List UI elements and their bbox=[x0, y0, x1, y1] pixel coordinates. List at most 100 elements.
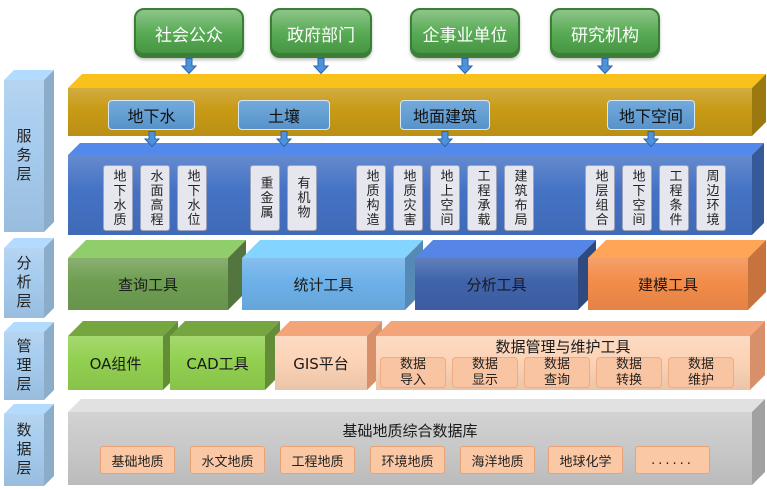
down-arrow-icon bbox=[275, 131, 293, 148]
down-arrow-icon bbox=[180, 58, 198, 75]
category-label: 地面建筑 bbox=[412, 107, 477, 126]
database-item: 工程地质 bbox=[280, 446, 355, 474]
tool-label: 查询工具 bbox=[117, 275, 178, 294]
tool-label: 分析工具 bbox=[466, 275, 527, 294]
box-face-side bbox=[752, 399, 765, 485]
down-arrow-icon bbox=[312, 58, 330, 75]
category-label: 地下水 bbox=[127, 107, 176, 126]
stakeholder-label: 社会公众 bbox=[155, 25, 223, 46]
box-face-side bbox=[44, 404, 54, 486]
box-face-top bbox=[588, 240, 766, 258]
service-item-label: 地质灾害 bbox=[400, 169, 416, 227]
service-item-label: 周边环境 bbox=[703, 169, 719, 227]
statistics-tool-box: 统计工具 bbox=[242, 240, 423, 310]
stakeholder-label: 企事业单位 bbox=[422, 25, 508, 46]
service-item-card: 地下水位 bbox=[177, 165, 207, 231]
box-face-top bbox=[415, 240, 596, 258]
box-face-top bbox=[68, 399, 765, 412]
service-item-card: 地下空间 bbox=[622, 165, 652, 231]
stakeholder-research: 研究机构 bbox=[550, 8, 660, 58]
box-face-side bbox=[44, 322, 54, 400]
service-item-label: 工程承载 bbox=[474, 169, 490, 227]
database-item-more: ...... bbox=[635, 446, 710, 474]
category-soil: 土壤 bbox=[238, 100, 330, 130]
box-face-front bbox=[415, 258, 578, 310]
component-label: GIS平台 bbox=[293, 354, 349, 373]
service-item-label: 地质构造 bbox=[363, 169, 379, 227]
box-face-front bbox=[4, 332, 44, 400]
box-face-top bbox=[68, 143, 764, 155]
data-management-item-label: 数据查询 bbox=[543, 356, 570, 388]
down-arrow-icon bbox=[596, 58, 614, 75]
service-item-card: 周边环境 bbox=[696, 165, 726, 231]
box-face-side bbox=[752, 143, 764, 235]
service-item-card: 水面高程 bbox=[140, 165, 170, 231]
layer-label-text: 管理层 bbox=[14, 337, 33, 395]
box-face-front bbox=[4, 80, 44, 232]
service-item-label: 水面高程 bbox=[147, 169, 163, 227]
service-item-card: 建筑布局 bbox=[504, 165, 534, 231]
box-face-front bbox=[4, 414, 44, 486]
oa-component-box: OA组件 bbox=[68, 321, 178, 390]
service-item-label: 地下水位 bbox=[184, 169, 200, 227]
category-label: 地下空间 bbox=[618, 107, 683, 126]
service-item-card: 地质灾害 bbox=[393, 165, 423, 231]
tool-label: 统计工具 bbox=[293, 275, 354, 294]
box-face-front bbox=[242, 258, 405, 310]
service-item-card: 地上空间 bbox=[430, 165, 460, 231]
box-face-top bbox=[376, 321, 765, 336]
box-face-front bbox=[4, 248, 44, 318]
data-management-item: 数据显示 bbox=[452, 357, 518, 388]
stakeholder-label: 政府部门 bbox=[287, 25, 355, 46]
layer-label-text: 数据层 bbox=[14, 421, 33, 479]
service-item-label: 有机物 bbox=[294, 176, 310, 220]
layer-label-text: 服务层 bbox=[14, 127, 33, 185]
service-item-card: 工程承载 bbox=[467, 165, 497, 231]
data-management-item-label: 数据维护 bbox=[687, 356, 714, 388]
service-item-label: 地下空间 bbox=[629, 169, 645, 227]
data-management-item: 数据转换 bbox=[596, 357, 662, 388]
data-management-item-label: 数据显示 bbox=[471, 356, 498, 388]
service-item-card: 地下水质 bbox=[103, 165, 133, 231]
down-arrow-icon bbox=[143, 131, 161, 148]
data-management-title: 数据管理与维护工具 bbox=[495, 338, 631, 356]
layer-label-analysis: 分析层 bbox=[4, 238, 54, 318]
data-management-tools-box: 数据管理与维护工具 数据导入 数据显示 数据查询 数据转换 数据维护 bbox=[376, 321, 765, 390]
stakeholder-label: 研究机构 bbox=[571, 25, 639, 46]
service-item-label: 地上空间 bbox=[437, 169, 453, 227]
tool-label: 建模工具 bbox=[637, 275, 698, 294]
down-arrow-icon bbox=[642, 131, 660, 148]
service-item-label: 重金属 bbox=[257, 176, 273, 220]
cad-tool-box: CAD工具 bbox=[170, 321, 280, 390]
database-item: 基础地质 bbox=[100, 446, 175, 474]
box-face-front bbox=[275, 336, 367, 390]
gis-platform-box: GIS平台 bbox=[275, 321, 382, 390]
analysis-tool-box: 分析工具 bbox=[415, 240, 596, 310]
stakeholder-public: 社会公众 bbox=[134, 8, 244, 58]
layer-label-data: 数据层 bbox=[4, 404, 54, 486]
box-face-front bbox=[68, 336, 163, 390]
category-surface-buildings: 地面建筑 bbox=[400, 100, 490, 130]
service-item-label: 地下水质 bbox=[110, 169, 126, 227]
service-item-label: 建筑布局 bbox=[511, 169, 527, 227]
data-management-item: 数据导入 bbox=[380, 357, 446, 388]
component-label: OA组件 bbox=[89, 354, 142, 373]
down-arrow-icon bbox=[456, 58, 474, 75]
category-underground-space: 地下空间 bbox=[607, 100, 695, 130]
database-item: 环境地质 bbox=[370, 446, 445, 474]
database-item: 海洋地质 bbox=[460, 446, 535, 474]
service-item-label: 地层组合 bbox=[592, 169, 608, 227]
box-face-top bbox=[68, 74, 766, 88]
box-face-front bbox=[170, 336, 265, 390]
database-item: 水文地质 bbox=[190, 446, 265, 474]
service-item-card: 重金属 bbox=[250, 165, 280, 231]
layer-label-service: 服务层 bbox=[4, 70, 54, 232]
service-item-card: 工程条件 bbox=[659, 165, 689, 231]
data-management-item-label: 数据转换 bbox=[615, 356, 642, 388]
stakeholder-enterprise: 企事业单位 bbox=[410, 8, 520, 58]
data-management-item: 数据查询 bbox=[524, 357, 590, 388]
box-face-top bbox=[275, 321, 382, 336]
category-groundwater: 地下水 bbox=[108, 100, 195, 130]
box-face-top bbox=[68, 321, 178, 336]
